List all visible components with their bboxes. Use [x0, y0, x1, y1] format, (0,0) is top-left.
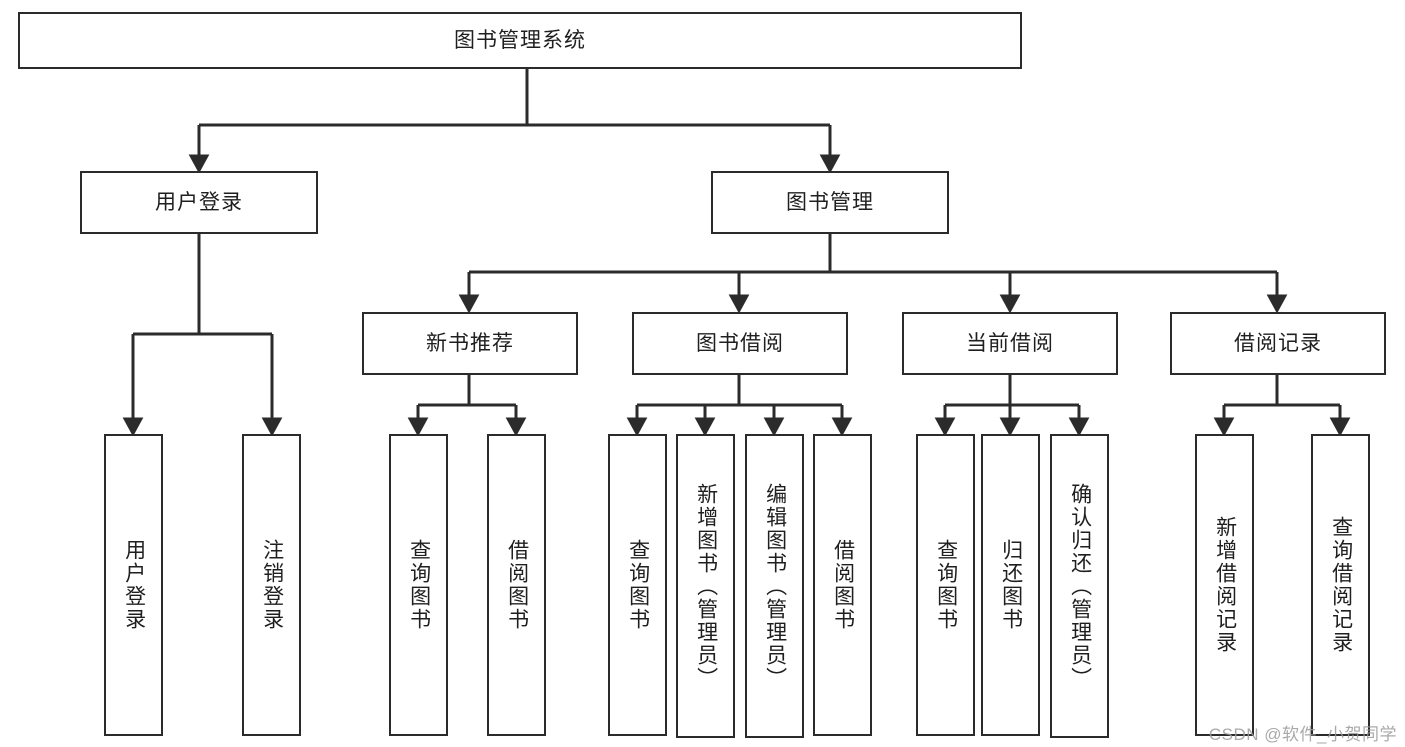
node-leaf-borrow-add-book-label: 新增图书（管理员）	[694, 482, 718, 690]
node-leaf-borrow-edit-book-label: 编辑图书（管理员）	[763, 482, 787, 690]
node-leaf-rec-query-book[interactable]: 查询图书	[389, 434, 448, 736]
node-leaf-record-query-label: 查询借阅记录	[1329, 516, 1353, 654]
node-leaf-current-return-book-label: 归还图书	[999, 539, 1023, 631]
node-leaf-user-logout-label: 注销登录	[260, 539, 284, 631]
node-leaf-current-confirm-return-label: 确认归还（管理员）	[1068, 482, 1092, 690]
node-leaf-current-confirm-return[interactable]: 确认归还（管理员）	[1050, 434, 1109, 738]
node-leaf-current-return-book[interactable]: 归还图书	[981, 434, 1040, 736]
node-leaf-user-login-label: 用户登录	[122, 539, 146, 631]
node-new-book-recommend[interactable]: 新书推荐	[362, 312, 578, 375]
watermark-text: CSDN @软件_小贺同学	[1208, 725, 1397, 744]
node-leaf-current-query-book-label: 查询图书	[934, 539, 958, 631]
node-current-borrow[interactable]: 当前借阅	[902, 312, 1118, 375]
node-leaf-record-query[interactable]: 查询借阅记录	[1311, 434, 1370, 736]
node-leaf-record-add-label: 新增借阅记录	[1213, 516, 1237, 654]
node-book-borrow-label: 图书借阅	[696, 331, 784, 355]
node-root[interactable]: 图书管理系统	[18, 12, 1022, 69]
node-user-login-label: 用户登录	[155, 190, 243, 214]
node-current-borrow-label: 当前借阅	[966, 331, 1054, 355]
node-leaf-borrow-add-book[interactable]: 新增图书（管理员）	[676, 434, 735, 738]
node-leaf-borrow-edit-book[interactable]: 编辑图书（管理员）	[745, 434, 804, 738]
node-leaf-user-login[interactable]: 用户登录	[104, 434, 163, 736]
node-root-label: 图书管理系统	[454, 28, 586, 52]
node-leaf-borrow-borrow-book-label: 借阅图书	[831, 539, 855, 631]
node-leaf-rec-query-book-label: 查询图书	[407, 539, 431, 631]
node-leaf-borrow-borrow-book[interactable]: 借阅图书	[813, 434, 872, 736]
node-leaf-rec-borrow-book-label: 借阅图书	[505, 539, 529, 631]
node-leaf-record-add[interactable]: 新增借阅记录	[1195, 434, 1254, 736]
node-book-management-label: 图书管理	[786, 190, 874, 214]
node-book-borrow[interactable]: 图书借阅	[632, 312, 848, 375]
node-leaf-rec-borrow-book[interactable]: 借阅图书	[487, 434, 546, 736]
node-book-management[interactable]: 图书管理	[711, 171, 949, 234]
node-leaf-borrow-query-book[interactable]: 查询图书	[608, 434, 667, 736]
node-user-login[interactable]: 用户登录	[80, 171, 318, 234]
node-borrow-record[interactable]: 借阅记录	[1170, 312, 1386, 375]
node-new-book-recommend-label: 新书推荐	[426, 331, 514, 355]
node-borrow-record-label: 借阅记录	[1234, 331, 1322, 355]
node-leaf-current-query-book[interactable]: 查询图书	[916, 434, 975, 736]
node-leaf-borrow-query-book-label: 查询图书	[626, 539, 650, 631]
node-leaf-user-logout[interactable]: 注销登录	[242, 434, 301, 736]
